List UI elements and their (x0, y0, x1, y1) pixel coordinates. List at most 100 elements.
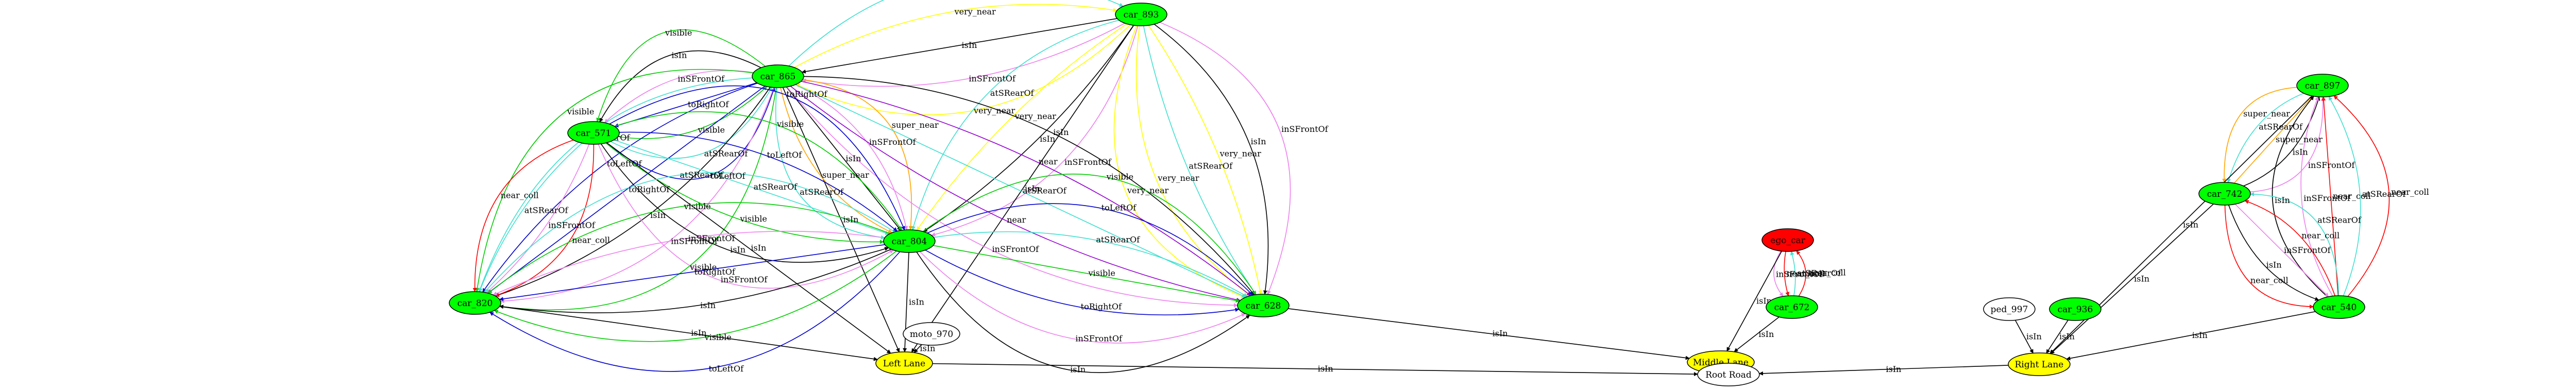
node-car-936: car_936 (2049, 297, 2102, 321)
node-label: car_936 (2058, 305, 2093, 315)
node-car-897: car_897 (2296, 74, 2349, 97)
edge-car_865-to-car_628 (786, 87, 1238, 308)
edge-car_540-to-car_897 (2328, 96, 2361, 296)
edge-car_804-to-car_820 (487, 202, 890, 294)
edge-label: toLeftOf (708, 364, 744, 374)
edge-ego_car-to-middle_lane (1726, 251, 1782, 352)
edge-car_571-to-car_804 (598, 144, 894, 289)
edge-car_672-to-ego_car (1796, 250, 1806, 297)
node-car-672: car_672 (1766, 295, 1818, 319)
node-ellipse (875, 351, 933, 375)
node-label: ego_car (1770, 235, 1805, 246)
edge-label: atSRearOf (680, 170, 724, 180)
edge-right_lane-to-root_road (1758, 365, 2009, 376)
node-moto-970: moto_970 (903, 322, 960, 346)
edge-label: isIn (2275, 195, 2290, 205)
edge-label: super_near (822, 170, 869, 180)
edge-car_893-to-car_804 (911, 20, 1120, 230)
edge-label: near (1039, 157, 1058, 166)
edge-car_571-to-car_820 (495, 144, 595, 297)
node-ellipse (2008, 352, 2071, 376)
edge-car_804-to-car_628 (922, 174, 1257, 295)
edge-car_865-to-car_571 (599, 50, 761, 123)
edge-car_893-to-car_628 (1136, 25, 1251, 296)
edge-label: isIn (700, 300, 716, 310)
edge-car_865-to-left_lane (782, 87, 900, 353)
edge-car_804-to-car_628 (933, 245, 1240, 303)
node-ellipse (1983, 297, 2036, 321)
edge-ped_997-to-right_lane (2014, 320, 2034, 354)
node-label: moto_970 (910, 329, 953, 340)
edge-car_865-to-car_820 (487, 86, 766, 294)
edge-car_540-to-right_lane (2066, 311, 2316, 361)
edge-label: isIn (1318, 364, 1333, 374)
edge-car_893-to-car_628 (1113, 25, 1245, 298)
node-label: car_865 (760, 72, 796, 82)
edge-ego_car-to-car_672 (1773, 250, 1784, 297)
edge-label: toLeftOf (1101, 202, 1137, 212)
node-car-865: car_865 (752, 64, 804, 88)
edge-label: near_coll (2301, 230, 2340, 240)
edge-label: near_coll (1808, 267, 1846, 277)
node-label: car_540 (2321, 302, 2357, 313)
edge-car_893-to-car_628 (1148, 25, 1262, 295)
edge-car_628-to-middle_lane (1288, 308, 1690, 360)
edge-car_865-to-car_804 (775, 87, 885, 240)
node-label: car_804 (892, 236, 927, 247)
node-car-893: car_893 (1115, 3, 1167, 26)
edge-car_893-to-car_628 (1154, 24, 1269, 295)
edge-car_540-to-car_897 (2300, 96, 2333, 297)
edge-labels-layer: atSRearOfvery_nearisIninSFrontOfvery_nea… (501, 7, 2429, 375)
edge-label: visible (689, 262, 717, 272)
edge-label: inSFrontOf (2284, 245, 2331, 255)
node-ellipse (1115, 3, 1167, 26)
edge-label: toRightOf (1081, 302, 1122, 312)
edge-label: atSRearOf (2362, 189, 2406, 199)
node-ellipse (2296, 74, 2349, 97)
edge-car_742-to-car_540 (2224, 205, 2314, 309)
node-label: Root Road (1705, 370, 1752, 380)
node-ellipse (1766, 295, 1818, 319)
node-ellipse (903, 322, 960, 346)
edge-label: inSFrontOf (2308, 160, 2355, 170)
edge-car_540-to-car_897 (2333, 95, 2390, 297)
edge-label: toLeftOf (607, 159, 642, 168)
edge-label: visible (1106, 172, 1133, 181)
edge-label: inSFrontOf (548, 220, 596, 230)
edge-label: isIn (1070, 365, 1086, 375)
edge-car_893-to-left_lane (911, 25, 1134, 353)
edge-label: near_coll (2250, 276, 2289, 285)
node-ellipse (883, 229, 936, 253)
edge-label: inSFrontOf (671, 236, 718, 246)
edge-label: atSRearOf (1096, 234, 1140, 244)
edge-car_540-to-car_742 (2244, 200, 2336, 296)
edge-label: isIn (2026, 331, 2042, 341)
node-ellipse (449, 291, 501, 315)
node-car-628: car_628 (1237, 294, 1290, 317)
edge-label: isIn (1251, 137, 1266, 146)
edge-label: isIn (920, 344, 936, 353)
edge-label: isIn (751, 243, 766, 252)
edge-label: isIn (843, 214, 858, 224)
edge-car_865-to-car_893 (794, 4, 1117, 68)
edge-label: toRightOf (786, 89, 827, 99)
edge-car_893-to-car_865 (795, 24, 1131, 115)
edge-label: inSFrontOf (1064, 157, 1112, 167)
edge-car_742-to-car_897 (2250, 96, 2325, 193)
edge-label: visible (665, 28, 692, 38)
edge-label: toRightOf (694, 267, 736, 277)
edge-label: atSRearOf (704, 148, 749, 158)
node-label: ped_997 (1991, 305, 2028, 315)
edge-car_865-to-car_820 (478, 77, 753, 293)
edge-car_865-to-car_804 (802, 79, 913, 230)
edge-label: inSFrontOf (969, 74, 1016, 83)
edge-label: isIn (671, 50, 687, 60)
edge-car_571-to-car_804 (619, 131, 897, 232)
edge-label: isIn (2183, 219, 2198, 229)
edge-car_571-to-car_865 (605, 87, 775, 180)
edge-car_571-to-car_865 (618, 86, 768, 139)
edge-label: very_near (1157, 173, 1199, 183)
edge-label: atSRearOf (800, 187, 844, 197)
edge-moto_970-to-left_lane (913, 344, 922, 353)
